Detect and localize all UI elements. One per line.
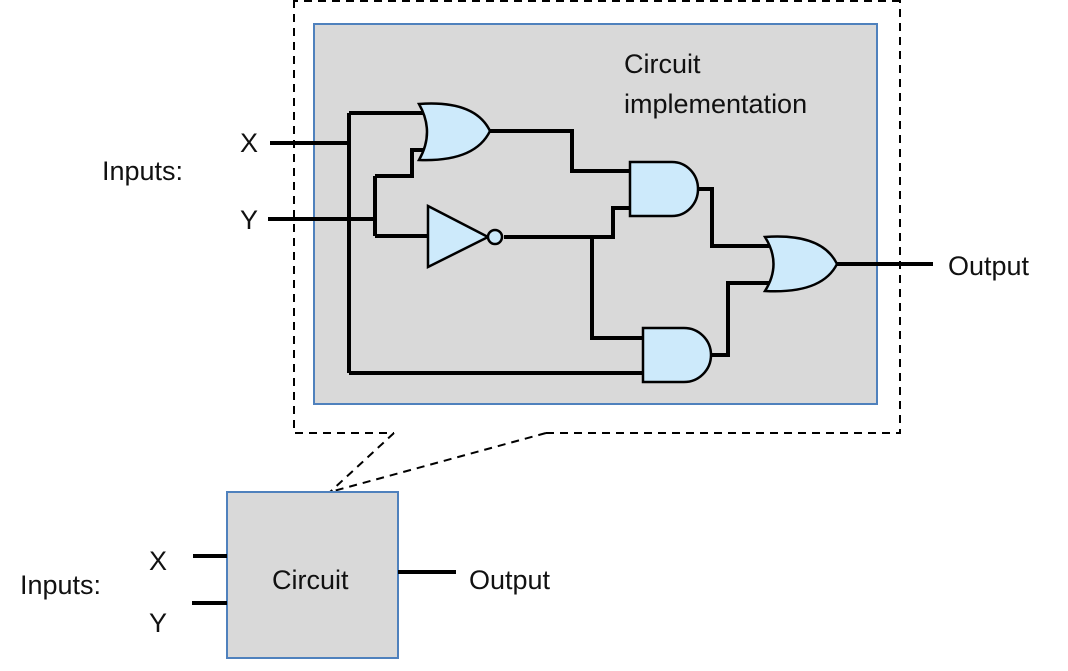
circuit-block (226, 491, 399, 659)
not-gate-bubble (486, 228, 504, 246)
wire-and2-or2 (711, 281, 770, 357)
or-gate-1 (416, 102, 492, 162)
wire-not-and2 (590, 237, 645, 340)
and-gate-1 (628, 160, 700, 218)
implementation-title-line2: implementation (624, 89, 807, 119)
wire-not-and1 (504, 206, 631, 239)
top-inputs-label: Inputs: (102, 156, 183, 186)
zoom-connector-right (329, 432, 547, 493)
bottom-inputs-label: Inputs: (20, 570, 101, 600)
bottom-input-y-label: Y (149, 608, 167, 638)
wire-or1-and1 (490, 129, 631, 173)
top-input-y-label: Y (240, 205, 258, 235)
bottom-input-x-label: X (149, 546, 167, 576)
wire-y-or1 (375, 148, 424, 178)
bottom-output-label: Output (469, 565, 551, 595)
wire-and1-or2 (697, 187, 770, 248)
and-gate-2 (641, 326, 713, 384)
implementation-box (313, 23, 878, 405)
wires (268, 111, 933, 375)
top-output-label: Output (948, 251, 1030, 281)
implementation-title-line1: Circuit (624, 49, 701, 79)
or-gate-2 (762, 235, 839, 293)
zoom-connector-left (329, 432, 395, 493)
circuit-block-label: Circuit (272, 565, 349, 595)
top-input-x-label: X (240, 128, 258, 158)
not-gate (426, 203, 491, 270)
